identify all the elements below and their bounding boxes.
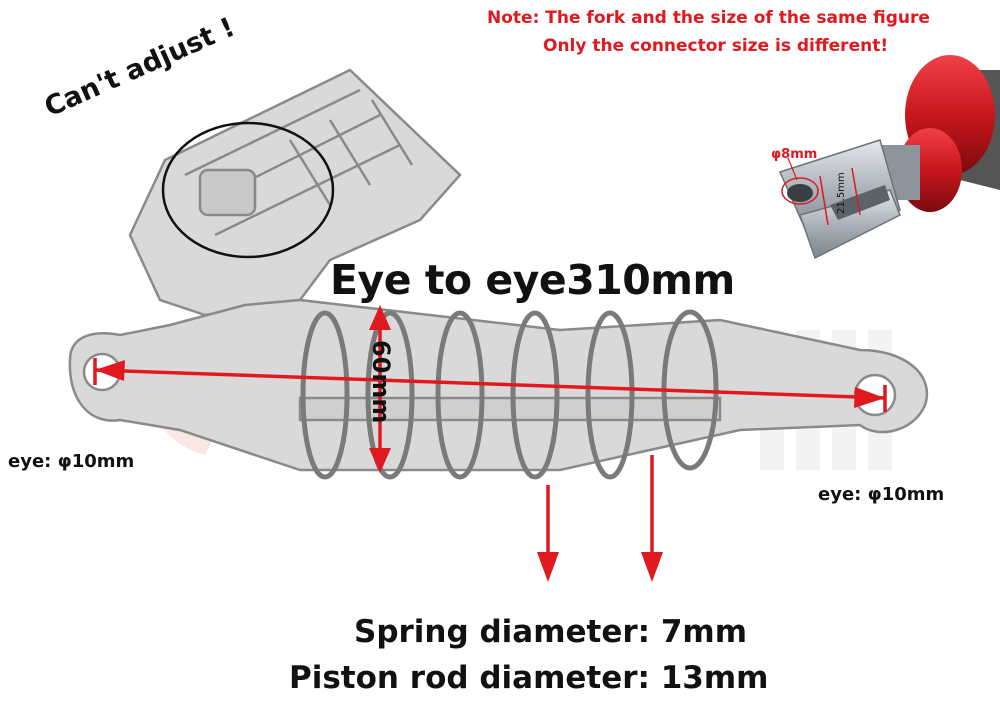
spring-coils bbox=[300, 309, 719, 480]
fork-hole-label: φ8mm bbox=[771, 147, 818, 162]
spring-diameter-label: Spring diameter: 7mm bbox=[354, 614, 748, 650]
arrow-heads bbox=[95, 305, 885, 582]
adjuster-circle bbox=[161, 121, 335, 259]
note-line-2: Only the connector size is different! bbox=[543, 36, 889, 56]
left-eye-label: eye: φ10mm bbox=[8, 451, 135, 472]
eye-to-eye-label: Eye to eye310mm bbox=[330, 256, 735, 304]
right-eye-label: eye: φ10mm bbox=[818, 484, 945, 505]
note-line-1: Note: The fork and the size of the same … bbox=[487, 8, 930, 28]
fork-connector-photo bbox=[778, 55, 1000, 260]
height-60mm-label: 60mm bbox=[367, 340, 395, 424]
reservoir-sketch bbox=[128, 68, 462, 317]
fork-depth-label: 21.5mm bbox=[836, 172, 847, 214]
piston-rod-diameter-label: Piston rod diameter: 13mm bbox=[289, 660, 769, 696]
